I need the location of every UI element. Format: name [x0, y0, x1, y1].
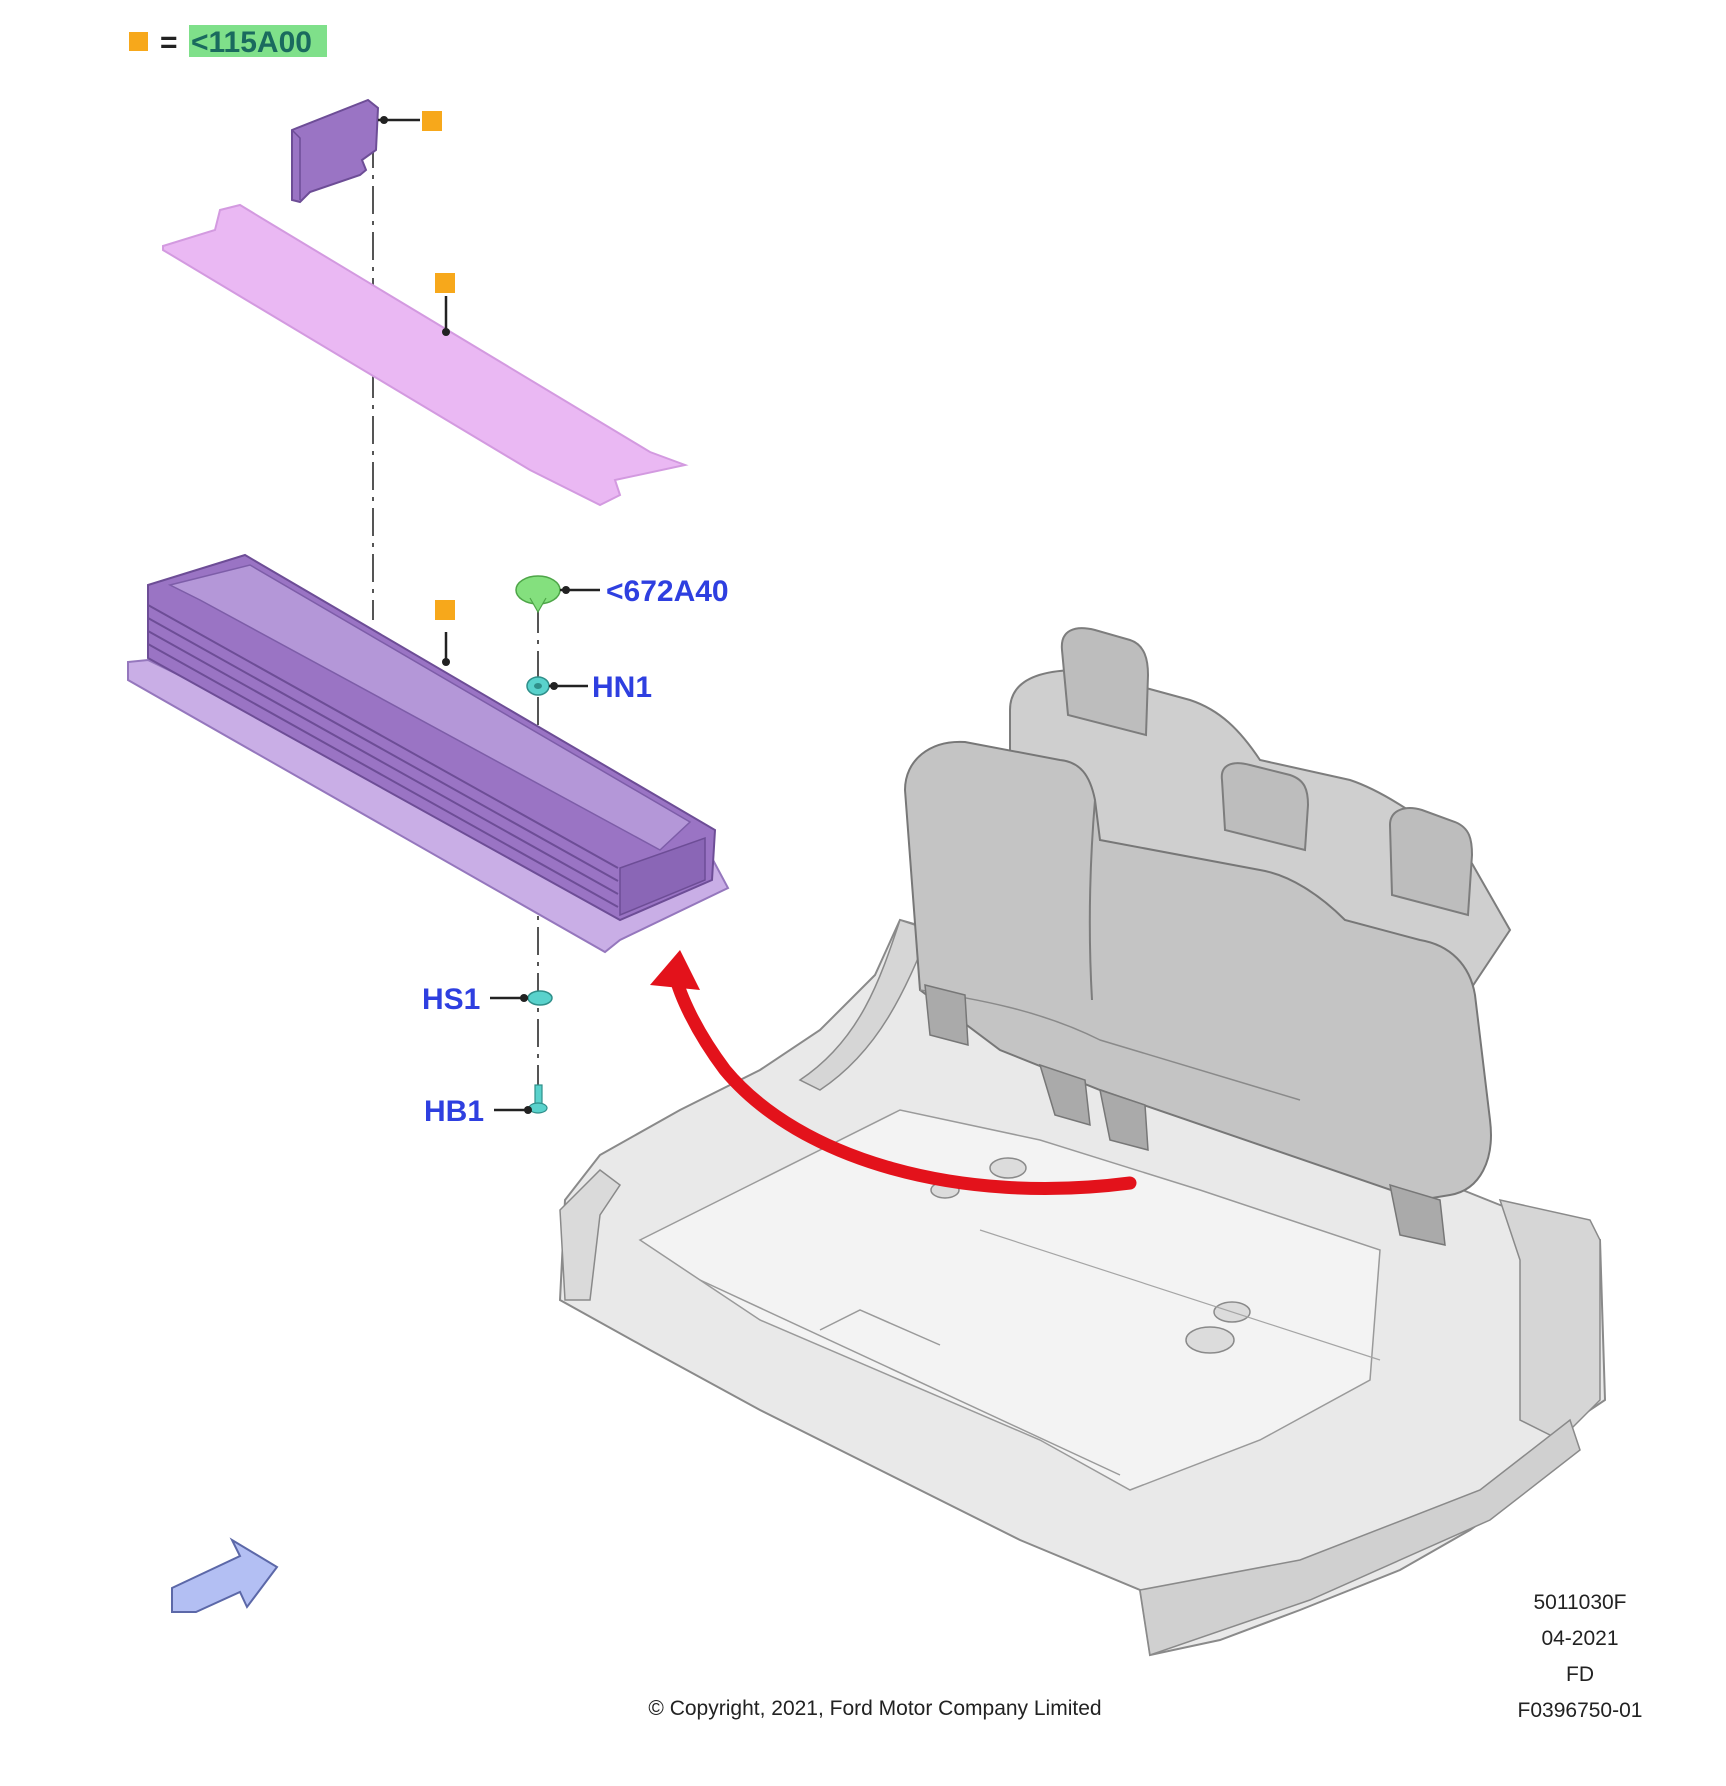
drawing-info-block: 5011030F 04-2021 FD F0396750-01	[1480, 1585, 1680, 1729]
orange-square-icon	[435, 600, 455, 620]
figure-id: F0396750-01	[1517, 1699, 1643, 1722]
legend-code[interactable]: <115A00	[191, 26, 312, 59]
illustration-number: 5011030F	[1533, 1591, 1627, 1614]
vehicle-floor-and-rear-seat	[558, 627, 1607, 1657]
headrest-right	[1388, 807, 1474, 917]
seat-hinge	[1099, 1088, 1149, 1151]
seat-back-split-line	[1088, 799, 1096, 1001]
view-direction-arrow-icon	[171, 1537, 279, 1613]
floor-rib	[819, 1309, 941, 1346]
legend-swatch-icon	[129, 32, 148, 51]
legend-code-highlight	[189, 25, 327, 57]
bolt-part: HB1	[424, 1084, 548, 1128]
nut-part: HN1	[526, 671, 652, 704]
front-sill	[1139, 1418, 1581, 1657]
floor-rib	[699, 1279, 1121, 1476]
orange-square-icon	[435, 273, 455, 293]
floor-inner-panel	[638, 1109, 1381, 1491]
seat-hinge	[1389, 1183, 1446, 1246]
bolt-callout[interactable]: HB1	[424, 1095, 484, 1128]
orange-square-icon	[422, 111, 442, 131]
seat-hinge	[924, 984, 969, 1046]
legend-equals: =	[160, 26, 178, 59]
trim-bracket-part	[291, 98, 442, 204]
illustration-date: 04-2021	[1541, 1627, 1619, 1650]
legend: = <115A00	[129, 25, 327, 59]
floor-hole	[989, 1157, 1027, 1179]
rear-seat-back-front	[903, 740, 1492, 1202]
seat-hinge	[1038, 1063, 1091, 1127]
left-side-rail	[559, 1169, 622, 1301]
spacer-part: HS1	[422, 983, 553, 1016]
nut-callout[interactable]: HN1	[592, 671, 652, 704]
headrest-left	[1060, 627, 1150, 737]
floor-hole	[1185, 1326, 1235, 1354]
wheel-arch-bracket	[798, 919, 932, 1091]
storage-tray-part	[127, 553, 730, 954]
floor-rib	[979, 1229, 1381, 1361]
right-side-structure	[1498, 1198, 1601, 1441]
storage-mat-part	[162, 203, 689, 507]
install-direction-arrow-icon	[650, 950, 1137, 1195]
spacer-callout[interactable]: HS1	[422, 983, 480, 1016]
copyright-notice: © Copyright, 2021, Ford Motor Company Li…	[648, 1697, 1102, 1720]
grommet-callout[interactable]: <672A40	[606, 575, 729, 608]
region-code: FD	[1566, 1663, 1594, 1686]
headrest-center	[1220, 762, 1310, 852]
grommet-part: <672A40	[515, 575, 729, 614]
